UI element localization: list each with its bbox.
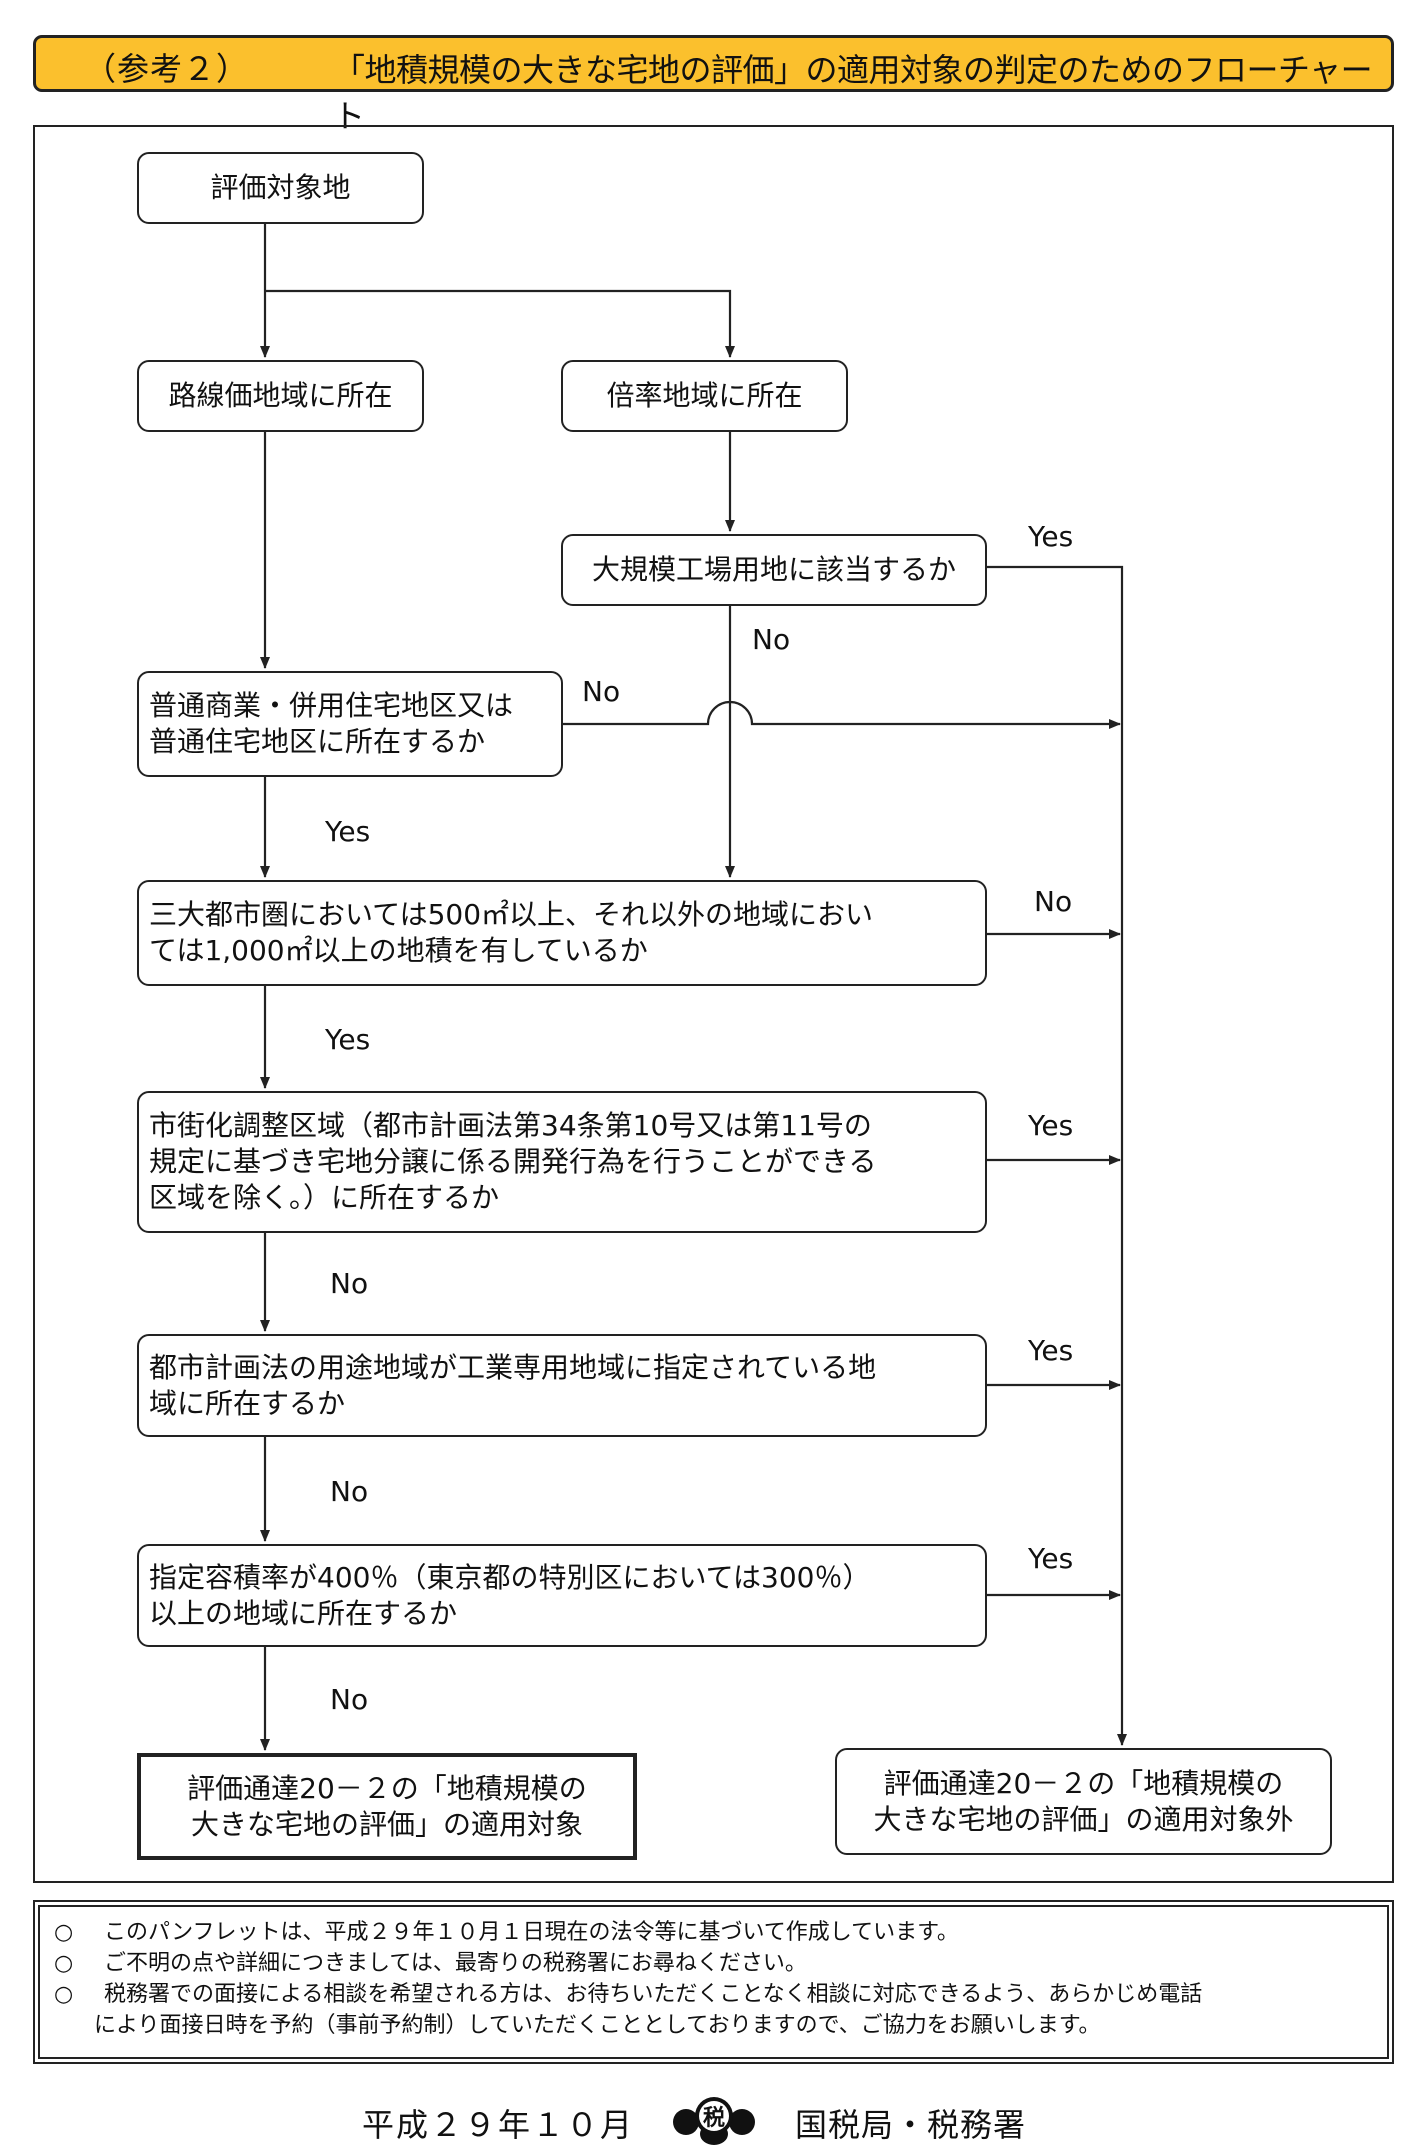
note-item: ○ 税務署での面接による相談を希望される方は、お待ちいただくことなく相談に対応でき… (54, 1979, 1373, 2010)
node-result-not-applicable: 評価通達20－２の「地積規模の 大きな宅地の評価」の適用対象外 (835, 1748, 1332, 1855)
tax-logo-char: 税 (703, 2105, 725, 2131)
flowchart-frame (33, 125, 1394, 1883)
node-far: 指定容積率が400％（東京都の特別区においては300％） 以上の地域に所在するか (137, 1544, 987, 1647)
node-urban-line-3: 区域を除く。）に所在するか (149, 1181, 500, 1214)
note-item: ○ ご不明の点や詳細につきましては、最寄りの税務署にお尋ねください。 (54, 1948, 1373, 1979)
notes-inner: ○ このパンフレットは、平成２９年１０月１日現在の法令等に基づいて作成しています。… (38, 1905, 1389, 2059)
note-text: このパンフレットは、平成２９年１０月１日現在の法令等に基づいて作成しています。 (104, 1920, 959, 1945)
node-district-line-2: 普通住宅地区に所在するか (149, 725, 486, 758)
label-area-yes: Yes (325, 1023, 371, 1056)
node-urban-line-2: 規定に基づき宅地分譲に係る開発行為を行うことができる (149, 1145, 877, 1178)
node-industrial: 都市計画法の用途地域が工業専用地域に指定されている地 域に所在するか (137, 1334, 987, 1437)
node-far-line-1: 指定容積率が400％（東京都の特別区においては300％） (149, 1560, 871, 1594)
edge-factory-yes (987, 565, 1127, 1746)
result-applicable-line-1: 評価通達20－２の「地積規模の (187, 1771, 587, 1805)
label-urban-no: No (330, 1267, 369, 1300)
node-area-line-2: ては1,000㎡以上の地積を有しているか (149, 934, 648, 967)
label-factory-yes: Yes (1028, 520, 1074, 553)
node-district: 普通商業・併用住宅地区又は 普通住宅地区に所在するか (137, 671, 563, 777)
node-result-applicable: 評価通達20－２の「地積規模の 大きな宅地の評価」の適用対象 (137, 1753, 637, 1860)
note-item: により面接日時を予約（事前予約制）していただくこととしておりますので、ご協力をお… (54, 2010, 1373, 2041)
result-not-applicable-line-1: 評価通達20－２の「地積規模の (883, 1766, 1284, 1800)
edge-district-no (563, 700, 1121, 729)
label-district-yes: Yes (325, 815, 371, 848)
title-prefix: （参考２） (84, 50, 250, 88)
node-industrial-line-1: 都市計画法の用途地域が工業専用地域に指定されている地 (149, 1350, 877, 1384)
node-urban-control: 市街化調整区域（都市計画法第34条第10号又は第11号の 規定に基づき宅地分譲に… (137, 1091, 987, 1233)
note-bullet: ○ (54, 1982, 74, 2007)
note-bullet: ○ (54, 1920, 74, 1945)
note-bullet: ○ (54, 1951, 74, 1976)
node-area-line-1: 三大都市圏においては500㎡以上、それ以外の地域におい (149, 898, 874, 931)
notes-box: ○ このパンフレットは、平成２９年１０月１日現在の法令等に基づいて作成しています。… (33, 1900, 1394, 2064)
label-industrial-no: No (330, 1475, 369, 1508)
label-urban-yes: Yes (1028, 1109, 1074, 1142)
footer-date: 平成２９年１０月 (362, 2106, 635, 2144)
node-area: 三大都市圏においては500㎡以上、それ以外の地域におい ては1,000㎡以上の地… (137, 880, 987, 986)
node-start: 評価対象地 (137, 152, 424, 224)
label-area-no: No (1034, 885, 1073, 918)
label-far-yes: Yes (1028, 1542, 1074, 1575)
node-factory-label: 大規模工場用地に該当するか (591, 553, 956, 586)
node-factory: 大規模工場用地に該当するか (561, 534, 987, 606)
node-far-line-2: 以上の地域に所在するか (149, 1596, 458, 1630)
title-bar: （参考２） 「地積規模の大きな宅地の評価」の適用対象の判定のためのフローチャート (33, 35, 1394, 135)
note-text: 税務署での面接による相談を希望される方は、お待ちいただくことなく相談に対応できる… (104, 1982, 1203, 2007)
node-bairitsu-label: 倍率地域に所在 (606, 379, 803, 412)
node-start-label: 評価対象地 (210, 171, 351, 204)
node-rosenka: 路線価地域に所在 (137, 360, 424, 432)
footer-org: 国税局・税務署 (795, 2106, 1027, 2144)
note-text: ご不明の点や詳細につきましては、最寄りの税務署にお尋ねください。 (104, 1951, 807, 1976)
node-rosenka-label: 路線価地域に所在 (168, 379, 393, 412)
label-district-no: No (582, 675, 621, 708)
node-urban-line-1: 市街化調整区域（都市計画法第34条第10号又は第11号の (149, 1109, 872, 1142)
page-title: 「地積規模の大きな宅地の評価」の適用対象の判定のためのフローチャート (333, 51, 1373, 135)
note-text: により面接日時を予約（事前予約制）していただくこととしておりますので、ご協力をお… (94, 2013, 1101, 2038)
edge-start-bairitsu (265, 289, 735, 358)
label-far-no: No (330, 1683, 369, 1716)
node-bairitsu: 倍率地域に所在 (561, 360, 848, 432)
label-industrial-yes: Yes (1028, 1334, 1074, 1367)
label-factory-no: No (752, 623, 791, 656)
note-item: ○ このパンフレットは、平成２９年１０月１日現在の法令等に基づいて作成しています。 (54, 1917, 1373, 1948)
node-industrial-line-2: 域に所在するか (149, 1386, 346, 1420)
result-not-applicable-line-2: 大きな宅地の評価」の適用対象外 (873, 1802, 1294, 1836)
node-district-line-1: 普通商業・併用住宅地区又は (149, 689, 514, 722)
tax-office-logo-icon: 税 (673, 2097, 755, 2145)
result-applicable-line-2: 大きな宅地の評価」の適用対象 (190, 1807, 583, 1841)
